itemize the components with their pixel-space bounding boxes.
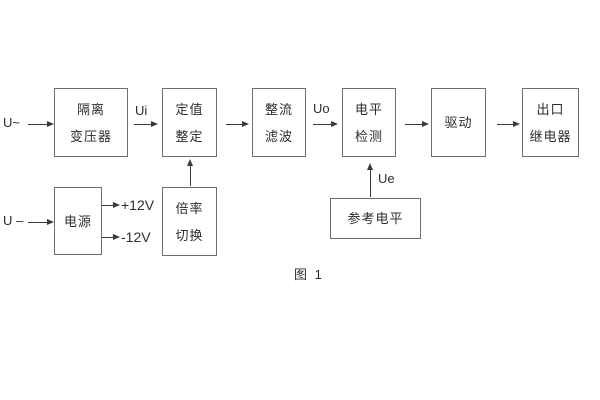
arrow-driver-to-relay xyxy=(497,121,520,127)
block-rectifier-filter-line1: 整流 xyxy=(264,101,293,117)
block-rectifier-filter: 整流 滤波 xyxy=(252,88,306,157)
label-uo-signal: Uo xyxy=(313,101,330,116)
arrow-ratio-to-setting xyxy=(187,159,193,186)
block-reference-level: 参考电平 xyxy=(330,198,421,239)
arrow-setting-to-rectifier xyxy=(226,121,249,127)
block-output-relay-line2: 继电器 xyxy=(529,128,572,144)
arrow-level-to-driver xyxy=(405,121,429,127)
block-ratio-switch-line1: 倍率 xyxy=(175,200,204,216)
block-setting-adjust-line1: 定值 xyxy=(175,101,204,117)
block-ratio-switch-line2: 切换 xyxy=(175,227,204,243)
block-setting-adjust: 定值 整定 xyxy=(162,88,217,157)
block-level-detect-line2: 检测 xyxy=(354,128,383,144)
arrow-transformer-to-setting xyxy=(134,121,158,127)
block-isolation-transformer-line2: 变压器 xyxy=(69,128,112,144)
block-level-detect-line1: 电平 xyxy=(354,101,383,117)
block-rectifier-filter-line2: 滤波 xyxy=(264,128,293,144)
block-driver: 驱动 xyxy=(431,88,486,157)
block-power-supply: 电源 xyxy=(54,187,102,255)
arrow-reference-to-level xyxy=(367,163,373,197)
arrow-minus-12v xyxy=(102,234,120,240)
label-dc-input: U – xyxy=(3,213,24,228)
label-ue-signal: Ue xyxy=(378,171,395,186)
block-ratio-switch: 倍率 切换 xyxy=(162,187,217,256)
block-output-relay: 出口 继电器 xyxy=(522,88,579,157)
block-output-relay-line1: 出口 xyxy=(536,101,565,117)
figure-caption: 图 1 xyxy=(294,267,324,282)
label-ac-input: U~ xyxy=(3,115,20,130)
block-reference-level-label: 参考电平 xyxy=(347,211,404,226)
arrow-ac-input xyxy=(28,121,54,127)
arrow-dc-input xyxy=(28,219,54,225)
arrow-plus-12v xyxy=(102,202,120,208)
block-isolation-transformer-line1: 隔离 xyxy=(76,101,105,117)
label-plus-12v: +12V xyxy=(121,197,155,213)
block-setting-adjust-line2: 整定 xyxy=(175,128,204,144)
arrow-rectifier-to-level xyxy=(313,121,338,127)
label-minus-12v: -12V xyxy=(121,229,151,245)
block-driver-label: 驱动 xyxy=(444,115,473,130)
block-power-supply-label: 电源 xyxy=(63,213,92,229)
block-level-detect: 电平 检测 xyxy=(342,88,396,157)
label-ui-signal: Ui xyxy=(135,103,148,118)
block-isolation-transformer: 隔离 变压器 xyxy=(54,88,128,157)
